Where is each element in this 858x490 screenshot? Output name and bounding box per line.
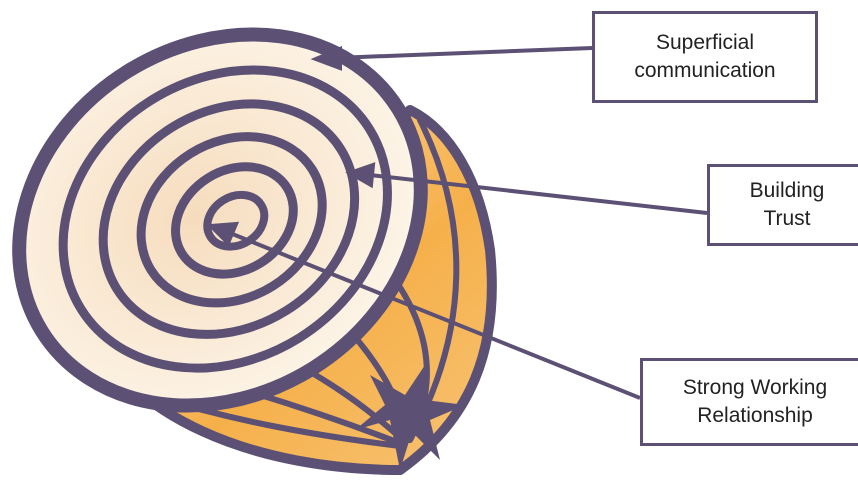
label-superficial-communication: Superficial communication xyxy=(592,11,818,103)
label-building-trust: Building Trust xyxy=(707,164,858,246)
label-strong-working-relationship: Strong Working Relationship xyxy=(640,358,858,446)
